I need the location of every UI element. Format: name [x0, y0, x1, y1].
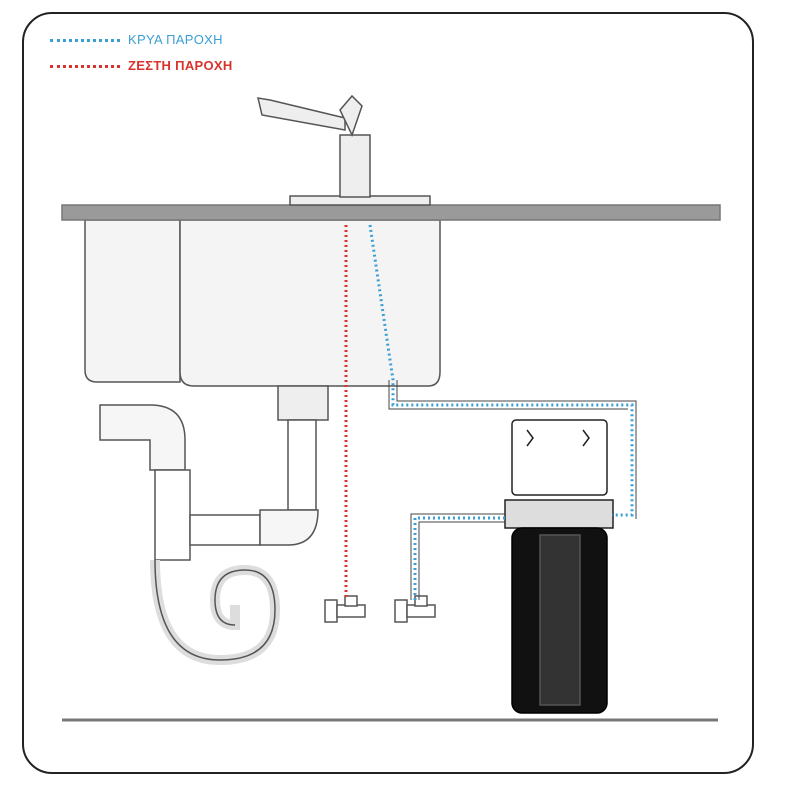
cold-supply-line-to-filter	[413, 516, 505, 600]
cold-supply-line-to-faucet	[368, 224, 634, 517]
legend-hot: ΖΕΣΤΗ ΠΑΡΟΧΗ	[50, 58, 233, 73]
legend-hot-label: ΖΕΣΤΗ ΠΑΡΟΧΗ	[128, 58, 233, 73]
diagram-frame	[22, 12, 754, 774]
drain-trap	[99, 404, 186, 471]
water-filter	[504, 419, 614, 714]
countertop	[61, 204, 721, 221]
sink-left-bowl	[84, 219, 181, 383]
faucet	[289, 195, 431, 206]
sink-drain	[277, 385, 329, 421]
hot-line-swatch	[50, 65, 120, 69]
legend-cold: ΚΡΥΑ ΠΑΡΟΧΗ	[50, 32, 223, 47]
hot-angle-valve	[324, 595, 366, 623]
cold-angle-valve	[394, 595, 436, 623]
cold-line-swatch	[50, 39, 120, 43]
legend-cold-label: ΚΡΥΑ ΠΑΡΟΧΗ	[128, 32, 223, 47]
sink-main-bowl	[179, 219, 441, 387]
